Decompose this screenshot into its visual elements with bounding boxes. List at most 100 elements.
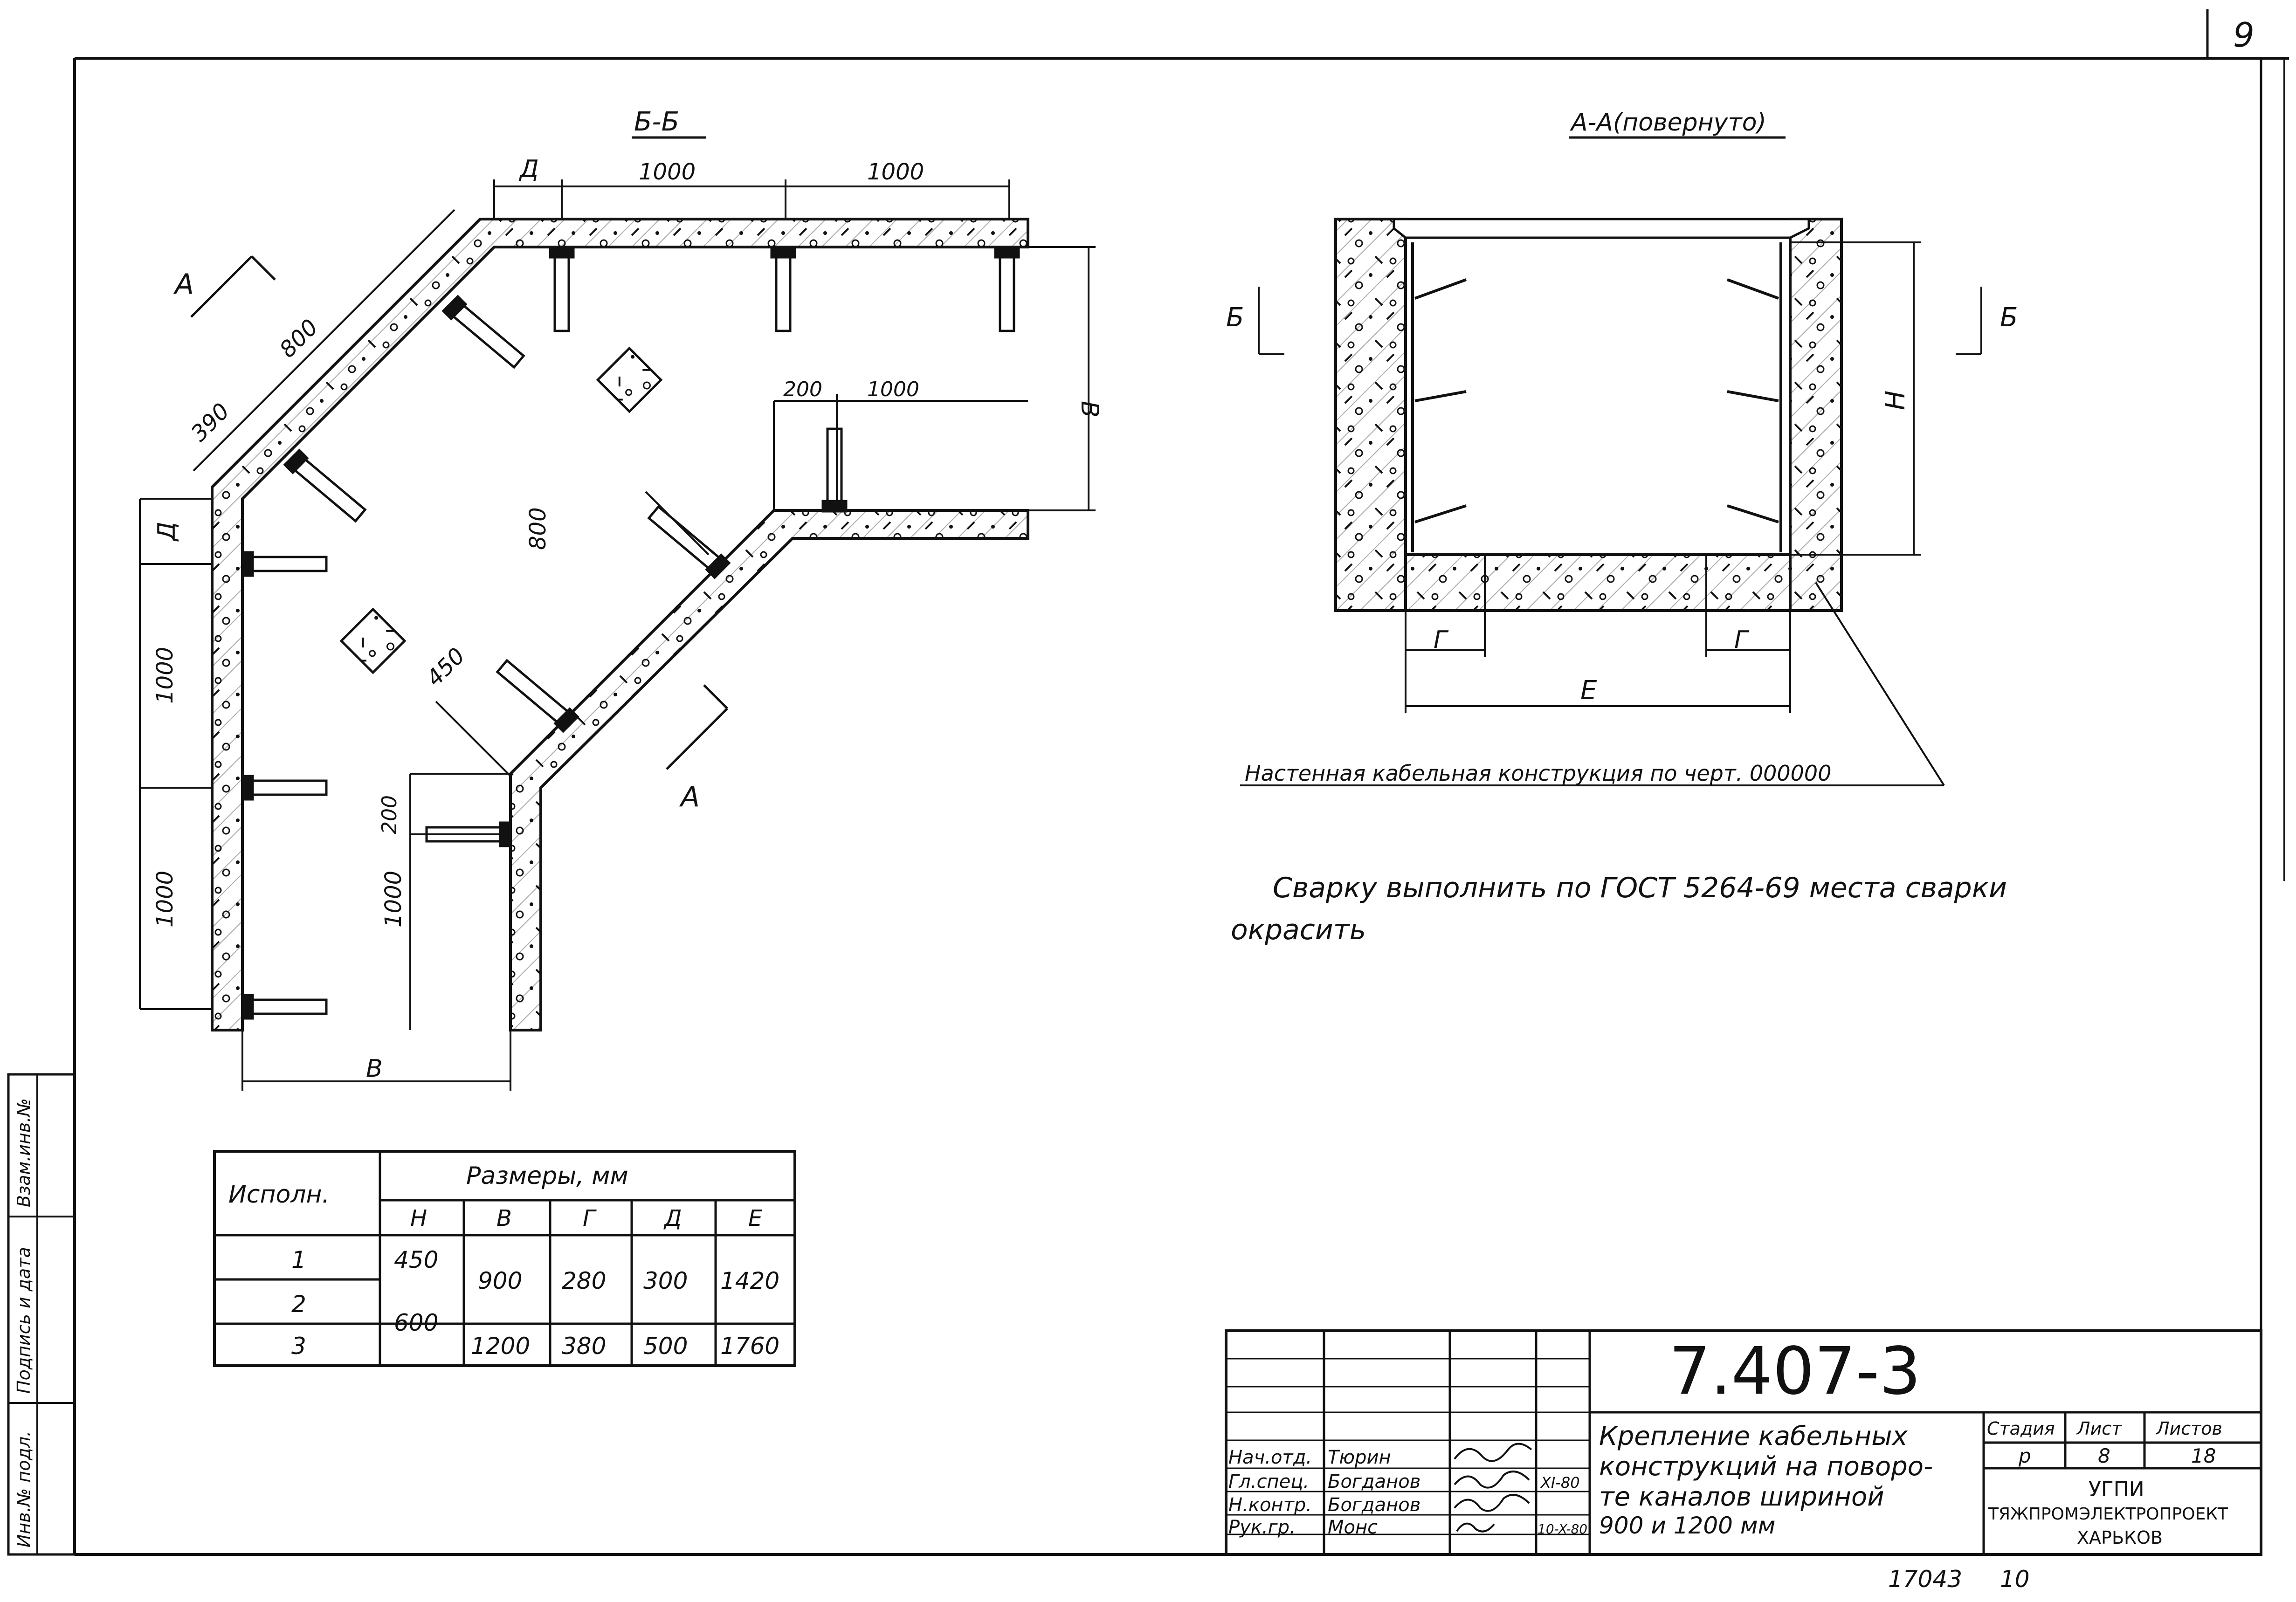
welding-note: Сварку выполнить по ГОСТ 5264-69 места с… <box>1231 872 2007 946</box>
cut-mark-a <box>190 255 728 770</box>
table-h-450: 450 <box>394 1246 438 1273</box>
dim-g-right: Г <box>1734 626 1750 654</box>
bracket-group-diagonal-outer <box>283 295 525 523</box>
dim-b-bottom: В <box>366 1055 383 1083</box>
table-e-1760: 1760 <box>720 1333 779 1360</box>
archive-page: 10 <box>2000 1566 2030 1593</box>
org-line3: ХАРЬКОВ <box>2077 1527 2163 1548</box>
sheet-label: Лист <box>2076 1418 2123 1439</box>
stamp-podpis: Подпись и дата <box>14 1247 34 1394</box>
table-d-300: 300 <box>643 1267 688 1294</box>
sheet-frame <box>73 9 2289 1556</box>
bracket-group-left <box>241 551 328 1020</box>
table-header-g: Г <box>583 1205 597 1231</box>
table-header-d: Д <box>663 1205 682 1231</box>
cut-label-a: А <box>173 268 194 301</box>
dim-b-right: В <box>1076 401 1103 418</box>
name-4: Монс <box>1328 1517 1378 1538</box>
table-group-header: Размеры, мм <box>466 1162 628 1190</box>
dim-1000-a: 1000 <box>639 159 696 185</box>
title-line3: те каналов шириной <box>1599 1482 1884 1512</box>
role-4: Рук.гр. <box>1228 1517 1296 1538</box>
role-3: Н.контр. <box>1228 1494 1312 1516</box>
name-1: Тюрин <box>1328 1447 1391 1468</box>
bracket-group-inner <box>425 427 848 847</box>
date-2: XI-80 <box>1540 1474 1580 1492</box>
dim-1000-left1: 1000 <box>152 647 178 704</box>
table-row-exec-1: 1 <box>291 1246 306 1273</box>
dim-d-left: Д <box>153 522 181 542</box>
dim-1000-left2: 1000 <box>152 871 178 928</box>
side-stamp: Взам.инв.№ Подпись и дата Инв.№ подл. <box>7 1073 76 1556</box>
section-bb-title: Б-Б <box>634 107 679 137</box>
cable-rack-right <box>1726 242 1782 552</box>
title-line1: Крепление кабельных <box>1599 1421 1908 1451</box>
table-b-900: 900 <box>478 1267 522 1294</box>
table-col-exec: Исполн. <box>228 1181 330 1209</box>
org-line2: ТЯЖПРОМЭЛЕКТРОПРОЕКТ <box>1988 1505 2228 1524</box>
cut-label-a2: А <box>679 781 700 813</box>
dim-h: Н <box>1881 391 1911 410</box>
dim-800-inner: 800 <box>525 507 551 550</box>
bracket-group-top <box>549 246 1020 332</box>
section-aa: А-А(повернуто) <box>1226 109 2018 786</box>
note-line2: окрасить <box>1231 914 1366 946</box>
dim-e: Е <box>1580 675 1597 706</box>
dim-800-top: 800 <box>275 314 323 363</box>
table-header-e: Е <box>748 1205 763 1231</box>
slab-marker <box>339 346 663 674</box>
dim-g-left: Г <box>1434 626 1449 654</box>
table-header-h: Н <box>410 1205 427 1231</box>
title-block: 7.407-3 Крепление кабельных конструкций … <box>1225 1329 2262 1556</box>
stamp-inv: Инв.№ подл. <box>14 1431 34 1547</box>
channel-outer-wall <box>211 218 1029 1031</box>
sheet-value: 8 <box>2098 1444 2110 1467</box>
doc-number: 7.407-3 <box>1669 1334 1921 1409</box>
table-b-1200: 1200 <box>471 1333 530 1360</box>
role-2: Гл.спец. <box>1228 1471 1309 1492</box>
table-row-exec-3: 3 <box>291 1333 306 1360</box>
cut-label-b-right: Б <box>2000 303 2018 333</box>
name-2: Богданов <box>1328 1471 1420 1492</box>
dim-450: 450 <box>421 643 470 691</box>
table-e-1420: 1420 <box>720 1267 779 1294</box>
signatures <box>1454 1443 1532 1533</box>
cut-label-b-left: Б <box>1226 303 1244 333</box>
dim-200-top: 200 <box>783 378 822 401</box>
table-header-b: В <box>496 1205 512 1231</box>
table-h-600: 600 <box>394 1309 438 1336</box>
dim-390: 390 <box>186 398 234 447</box>
sheet-number: 9 <box>2233 15 2255 55</box>
dimensions-table: Исполн. Размеры, мм Н В Г Д Е 1 2 3 450 … <box>213 1150 796 1367</box>
dimension-lines-bb <box>139 179 1096 1091</box>
dim-1000-top-inner: 1000 <box>867 378 919 401</box>
dimension-lines-aa <box>1240 241 1982 786</box>
table-g-380: 380 <box>562 1333 606 1360</box>
dim-d-top: Д <box>519 155 539 183</box>
wall-rack-callout: Настенная кабельная конструкция по черт.… <box>1245 761 1831 786</box>
dim-200-inner: 200 <box>378 795 401 834</box>
table-d-500: 500 <box>643 1333 688 1360</box>
table-row-exec-2: 2 <box>291 1291 306 1318</box>
stamp-vzam: Взам.инв.№ <box>14 1098 34 1207</box>
channel-inner-wall <box>509 509 1029 1031</box>
sheets-value: 18 <box>2191 1444 2216 1467</box>
role-1: Нач.отд. <box>1228 1447 1312 1468</box>
title-line4: 900 и 1200 мм <box>1599 1512 1775 1539</box>
date-4: 10-X-80 <box>1538 1521 1587 1537</box>
note-line1: Сварку выполнить по ГОСТ 5264-69 места с… <box>1273 872 2007 904</box>
channel-cover <box>1393 218 1810 239</box>
stage-value: р <box>2018 1444 2031 1467</box>
table-g-280: 280 <box>562 1267 606 1294</box>
org-line1: УГПИ <box>2089 1478 2144 1501</box>
stage-label: Стадия <box>1987 1418 2055 1439</box>
dim-1000-inner: 1000 <box>380 871 407 928</box>
archive-number: 17043 <box>1888 1566 1962 1593</box>
sheets-label: Листов <box>2155 1418 2222 1439</box>
name-3: Богданов <box>1328 1494 1420 1516</box>
section-aa-title: А-А(повернуто) <box>1570 109 1766 137</box>
dim-1000-b: 1000 <box>867 159 924 185</box>
section-bb: Б-Б <box>139 107 1103 1091</box>
title-line2: конструкций на поворо- <box>1599 1451 1933 1482</box>
